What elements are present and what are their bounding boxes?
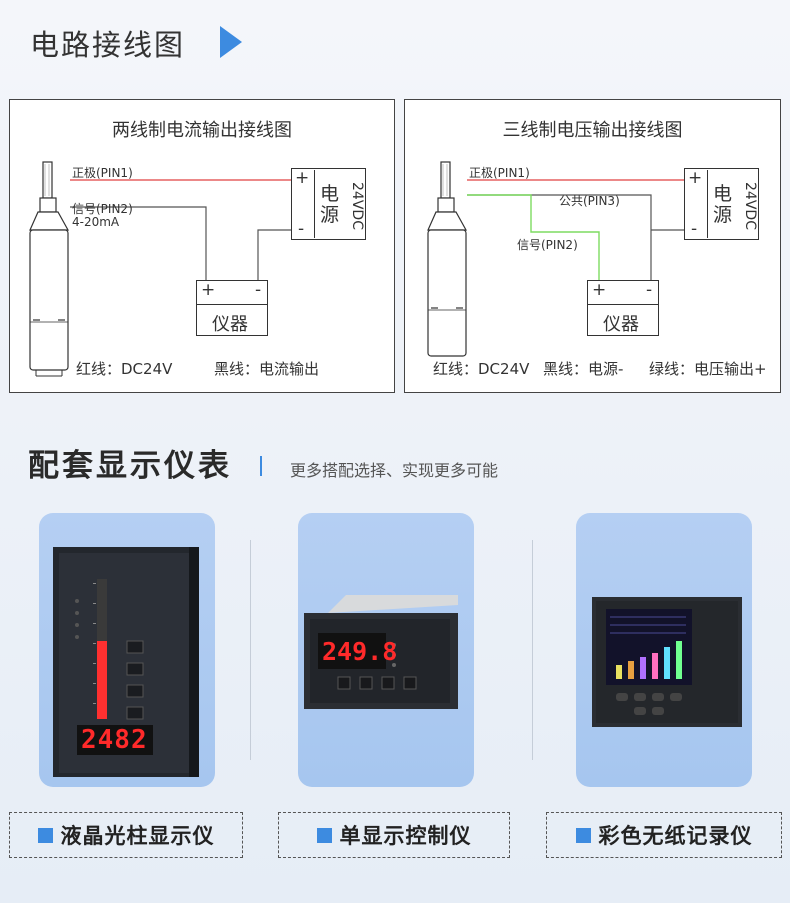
pin1-label: 正极(PIN1) — [469, 166, 530, 180]
black-wire-caption: 黑线：电源- — [543, 360, 624, 378]
power-minus: - — [691, 219, 698, 239]
product-label-single-display[interactable]: 单显示控制仪 — [278, 812, 510, 858]
single-display-meter-image — [304, 595, 458, 709]
instrument-label: 仪器 — [212, 314, 248, 335]
instrument-box — [587, 280, 659, 336]
instrument-plus: + — [201, 280, 216, 300]
red-wire-caption: 红线：DC24V — [433, 360, 530, 378]
pressure-sensor-icon — [427, 161, 468, 357]
arrow-right-icon — [220, 26, 242, 58]
meters-section-title: 配套显示仪表 — [28, 448, 232, 484]
product-card-single-display[interactable]: 249.8 — [298, 513, 474, 787]
square-bullet-icon — [316, 827, 332, 843]
single-display-reading: 249.8 — [322, 637, 398, 666]
instrument-label: 仪器 — [603, 314, 639, 335]
meters-section-subtitle: 更多搭配选择、实现更多可能 — [290, 461, 499, 480]
product-name: 液晶光柱显示仪 — [60, 824, 215, 848]
product-card-recorder[interactable] — [576, 513, 752, 787]
signal-label: 4-20mA — [72, 215, 120, 229]
divider — [250, 540, 251, 760]
square-bullet-icon — [575, 827, 591, 843]
three-wire-diagram: 三线制电压输出接线图 正极(PIN1) 公共(PIN3) 信号(PIN2) + … — [404, 99, 781, 393]
power-voltage: 24VDC — [349, 182, 365, 230]
instrument-minus: - — [646, 280, 653, 300]
pin2-label: 信号(PIN2) — [517, 238, 578, 252]
instrument-plus: + — [592, 280, 607, 300]
bargraph-meter-image — [53, 547, 199, 777]
divider — [532, 540, 533, 760]
two-wire-title: 两线制电流输出接线图 — [112, 120, 292, 141]
product-card-bargraph[interactable]: 2482 — [39, 513, 215, 787]
power-label: 电 源 — [713, 183, 733, 226]
three-wire-lines — [427, 161, 686, 357]
power-minus: - — [298, 219, 305, 239]
product-name: 单显示控制仪 — [339, 824, 472, 848]
two-wire-lines — [29, 161, 300, 377]
title-separator — [260, 456, 262, 476]
instrument-box — [196, 280, 268, 336]
paperless-recorder-image — [592, 597, 742, 727]
product-label-bargraph[interactable]: 液晶光柱显示仪 — [9, 812, 243, 858]
pressure-sensor-icon — [29, 161, 70, 377]
instrument-minus: - — [255, 280, 262, 300]
red-wire-caption: 红线：DC24V — [76, 360, 173, 378]
product-label-recorder[interactable]: 彩色无纸记录仪 — [546, 812, 782, 858]
power-label: 电 源 — [320, 183, 340, 226]
two-wire-diagram: 两线制电流输出接线图 正极(PIN1) 信号(PIN2) 4-20mA + - … — [9, 99, 395, 393]
power-supply-box — [291, 168, 366, 240]
power-voltage: 24VDC — [742, 182, 758, 230]
power-supply-box — [684, 168, 759, 240]
product-name: 彩色无纸记录仪 — [598, 824, 753, 848]
bargraph-reading: 2482 — [81, 725, 148, 755]
pin3-label: 公共(PIN3) — [559, 194, 620, 208]
pin2-label: 信号(PIN2) — [72, 202, 133, 216]
page-title: 电路接线图 — [30, 28, 186, 62]
black-wire-caption: 黑线：电流输出 — [214, 360, 320, 378]
power-plus: + — [688, 168, 703, 188]
green-wire-caption: 绿线：电压输出+ — [649, 360, 767, 378]
power-plus: + — [295, 168, 310, 188]
pin1-label: 正极(PIN1) — [72, 166, 133, 180]
square-bullet-icon — [37, 827, 53, 843]
three-wire-title: 三线制电压输出接线图 — [502, 120, 683, 141]
